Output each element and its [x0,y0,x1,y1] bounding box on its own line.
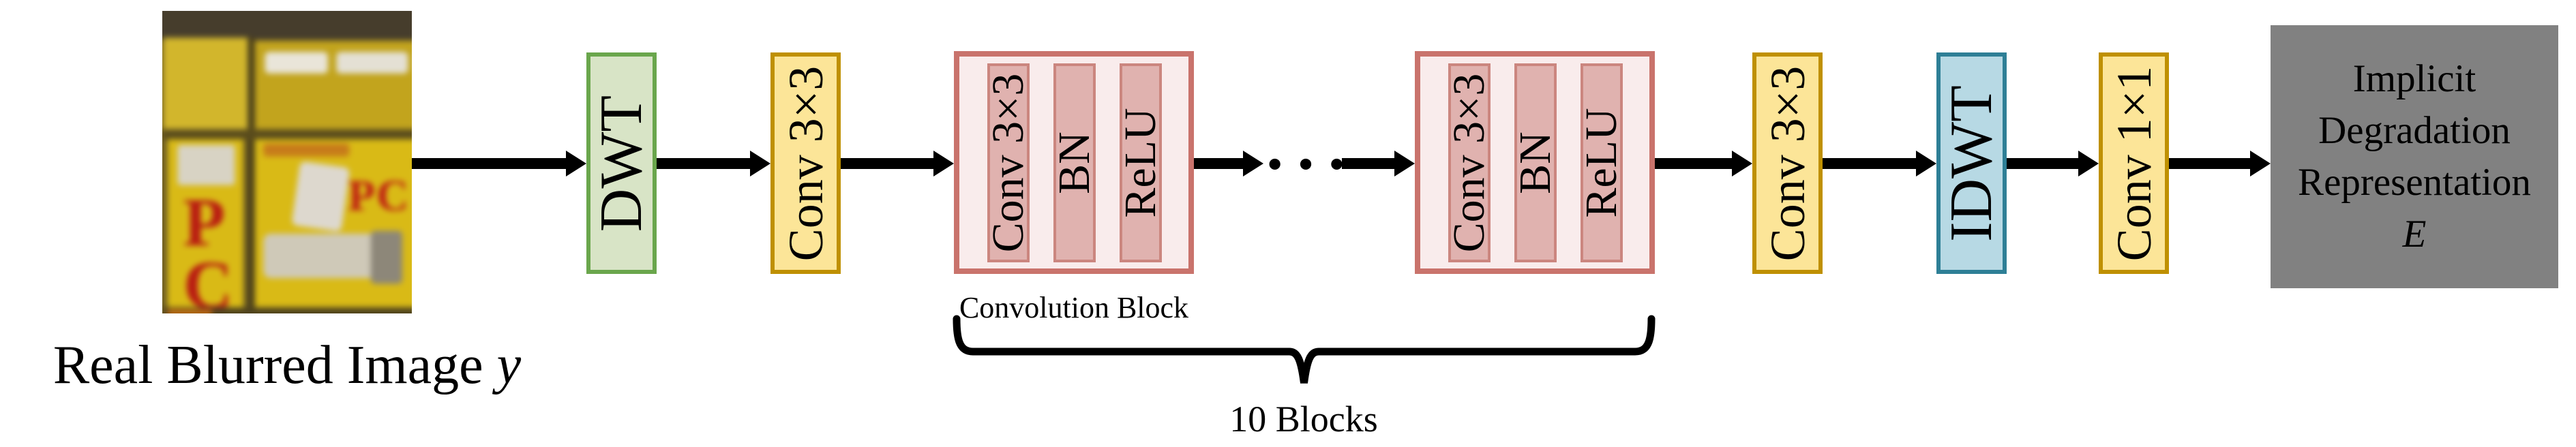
flow-arrow-1 [412,151,586,176]
arrow-head-icon [2078,151,2099,176]
blurred-input-image: PC PC [162,11,412,313]
flow-arrow-3 [841,151,954,176]
photo-pc-text-right: PC [348,171,410,221]
photo-bottom-accent [167,309,212,313]
flow-arrow-7 [1823,151,1936,176]
arrow-head-icon [2250,151,2271,176]
flow-arrow-8 [2006,151,2099,176]
layer-conv3x3-label: Conv 3×3 [1444,73,1494,253]
flow-arrow-5 [1342,151,1415,176]
dwt-box: DWT [586,52,657,274]
arrow-shaft [657,158,753,169]
photo-upper-left-panel [163,37,248,129]
arrow-head-icon [1916,151,1936,176]
arrow-head-icon [933,151,954,176]
convolution-block-2: Conv 3×3 BN ReLU [1415,51,1655,274]
output-line-1: Implicit [2352,57,2476,101]
blurred-image-content: PC PC [162,11,412,313]
conv1x1-box: Conv 1×1 [2099,52,2169,274]
arrow-shaft [841,158,936,169]
photo-pc-text-left: PC [183,183,233,313]
layer-bn-label: BN [1049,132,1099,194]
input-caption-text: Real Blurred Image [53,335,483,395]
arrow-shaft [2169,158,2253,169]
input-caption-symbol: y [496,335,522,395]
conv3x3-output-label: Conv 3×3 [1760,65,1815,261]
layer-conv3x3: Conv 3×3 [1444,63,1494,262]
layer-relu-label: ReLU [1115,108,1165,218]
output-representation-box: Implicit Degradation Representation E [2271,25,2558,288]
photo-frame-vertical [248,37,255,311]
input-caption: Real Blurred Image y [14,337,560,394]
arrow-shaft [2006,158,2081,169]
photo-orange-strip [263,143,350,157]
photo-sign-blob [265,52,328,74]
photo-top-band [162,11,412,41]
flow-arrow-4 [1194,151,1263,176]
arrow-head-icon [1394,151,1415,176]
photo-sign-blob [336,52,408,74]
conv-block-caption: Convolution Block [959,291,1189,324]
layer-relu: ReLU [1576,63,1626,262]
idwt-label: IDWT [1938,84,2005,242]
conv3x3-input-box: Conv 3×3 [770,52,841,274]
arrow-shaft [1823,158,1919,169]
arrow-shaft [412,158,569,169]
conv1x1-label: Conv 1×1 [2106,65,2161,261]
dwt-label: DWT [588,95,655,232]
flow-arrow-6 [1655,151,1752,176]
layer-bn-label: BN [1510,132,1560,194]
photo-white-blob [291,161,350,232]
arrow-shaft [1655,158,1735,169]
layer-relu-label: ReLU [1576,108,1626,218]
conv3x3-output-box: Conv 3×3 [1752,52,1823,274]
arrow-shaft [1194,158,1246,169]
layer-conv3x3-label: Conv 3×3 [983,73,1033,253]
layer-conv3x3: Conv 3×3 [983,63,1033,262]
output-line-3: Representation [2298,161,2531,204]
repeat-count-label: 10 Blocks [1229,399,1378,440]
repeat-brace [953,315,1656,384]
arrow-head-icon [750,151,770,176]
brace-path [953,315,1656,384]
flow-arrow-9 [2169,151,2271,176]
arrow-head-icon [566,151,586,176]
photo-gray-blob [370,230,403,284]
conv3x3-input-label: Conv 3×3 [778,65,833,261]
output-symbol: E [2402,212,2427,256]
flow-arrow-2 [657,151,770,176]
arrow-head-icon [1243,151,1263,176]
photo-bottom-band [163,307,412,313]
output-line-2: Degradation [2318,109,2511,153]
convolution-block-1: Conv 3×3 BN ReLU [954,51,1194,274]
photo-small-sign [177,144,235,185]
idwt-box: IDWT [1936,52,2007,274]
arrow-head-icon [1732,151,1752,176]
layer-relu: ReLU [1115,63,1165,262]
photo-frame-horizontal [163,129,412,140]
layer-bn: BN [1510,63,1560,262]
ellipsis-dots: ··· [1263,126,1357,202]
layer-bn: BN [1049,63,1099,262]
arrow-shaft [1342,158,1397,169]
